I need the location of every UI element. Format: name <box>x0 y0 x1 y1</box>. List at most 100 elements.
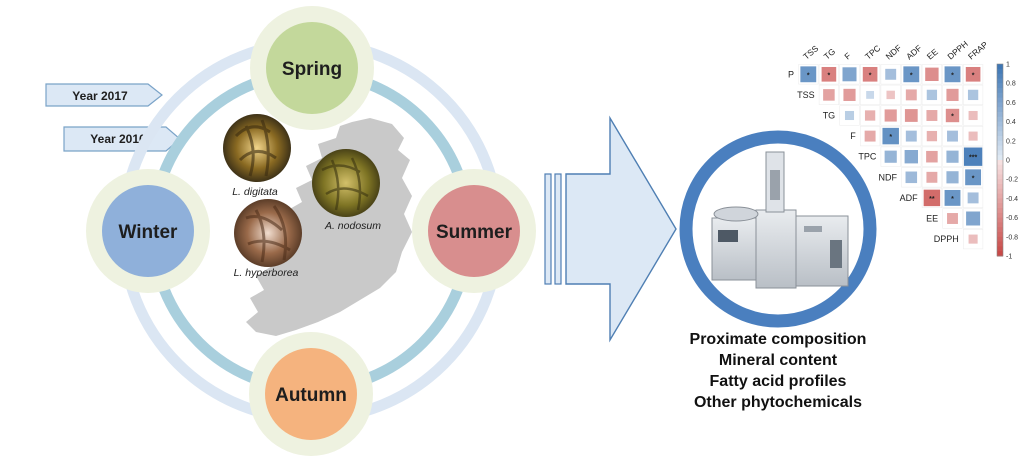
heatmap-cell <box>905 130 917 142</box>
significance-marker: * <box>807 72 810 79</box>
colorbar-segment <box>997 227 1003 233</box>
heatmap-cell-frame <box>942 187 963 209</box>
colorbar-segment <box>997 131 1003 137</box>
year-2017-label: Year 2017 <box>72 89 128 103</box>
colorbar-segment <box>997 208 1003 214</box>
colorbar-segment <box>997 121 1003 127</box>
colorbar-segment <box>997 246 1003 252</box>
heatmap-cell <box>968 234 978 244</box>
colorbar-segment <box>997 140 1003 147</box>
autumn-label: Autumn <box>275 385 347 406</box>
heatmap-cell <box>967 89 979 101</box>
heatmap-cell-frame <box>859 64 881 85</box>
heatmap-cell <box>968 110 978 121</box>
heatmap-cell <box>842 67 857 82</box>
colorbar-tick-label: -0.8 <box>1006 234 1018 241</box>
heatmap-cell-frame <box>901 167 922 188</box>
heatmap-cell <box>946 171 959 184</box>
colorbar-segment <box>997 169 1003 175</box>
heatmap-cell <box>823 89 835 101</box>
row-label: ADF <box>900 193 919 203</box>
heatmap-cell-frame <box>880 146 901 167</box>
heatmap-cell-frame <box>962 187 984 209</box>
heatmap-cell <box>947 213 958 224</box>
year-2017-tag <box>45 83 163 107</box>
colorbar-segment <box>997 222 1003 228</box>
analysis-item: Proximate composition <box>690 331 867 348</box>
l-digitata-label: L. digitata <box>232 186 278 198</box>
heatmap-cell <box>904 150 918 164</box>
heatmap-cell <box>905 89 917 101</box>
heatmap-cell <box>965 66 981 82</box>
heatmap-cell-frame <box>901 105 922 126</box>
row-label: TG <box>823 111 836 121</box>
colorbar-segment <box>997 83 1003 89</box>
column-label: F <box>842 51 852 62</box>
heatmap-cell-frame <box>962 84 984 105</box>
heatmap-cell-frame <box>921 187 942 209</box>
heatmap-cell <box>926 110 938 121</box>
heatmap-cell-frame <box>962 208 984 229</box>
column-label: ADF <box>904 43 923 62</box>
significance-marker: * <box>951 196 954 203</box>
autumn-circle <box>265 348 357 440</box>
heatmap-cell <box>945 108 960 123</box>
season-cycle: Spring Summer Autumn Winter <box>86 6 536 456</box>
l-digitata-photo <box>223 114 291 182</box>
heatmap-cell-frame <box>839 84 860 105</box>
heatmap-cell <box>926 171 938 183</box>
heatmap-cell-frame <box>818 64 839 85</box>
heatmap-cell <box>926 150 938 163</box>
arrow-stripe-1 <box>544 173 552 285</box>
row-label: P <box>788 69 794 79</box>
heatmap-cell-frame <box>901 126 922 147</box>
colorbar-segment <box>997 212 1003 219</box>
colorbar-segment <box>997 107 1003 113</box>
winter-circle <box>102 185 194 277</box>
heatmap-cell <box>844 110 855 121</box>
species-photos: L. digitata A. nodosum L. hyperborea <box>223 114 381 279</box>
heatmap-cell <box>884 150 897 163</box>
heatmap-cell-frame <box>880 84 901 105</box>
heatmap-cell-frame <box>942 208 963 229</box>
summer-circle <box>428 185 520 277</box>
row-label: NDF <box>879 172 898 182</box>
column-label: DPPH <box>945 39 970 62</box>
colorbar-segment <box>997 150 1003 156</box>
colorbar-segment <box>997 232 1003 238</box>
a-nodosum-label: A. nodosum <box>324 220 381 232</box>
heatmap-cell-frame <box>818 84 839 105</box>
column-label: NDF <box>884 43 904 62</box>
colorbar-tick-label: -0.6 <box>1006 215 1018 222</box>
heatmap-cell-frame <box>859 126 881 147</box>
row-label: EE <box>926 214 938 224</box>
analyses-list: Proximate composition Mineral content Fa… <box>690 331 867 411</box>
heatmap-cell <box>885 68 897 80</box>
colorbar-segment <box>997 116 1003 123</box>
heatmap-cell <box>864 130 876 142</box>
column-label: TSS <box>801 43 820 61</box>
heatmap-cell <box>944 66 961 83</box>
instrument-figure <box>679 130 877 328</box>
heatmap-cell-frame <box>962 146 984 167</box>
significance-marker: * <box>972 72 975 79</box>
column-label: FRAP <box>966 39 990 61</box>
heatmap-cell-frame <box>942 84 963 105</box>
row-label: DPPH <box>934 234 959 244</box>
heatmap-cell <box>862 66 878 82</box>
heatmap-cell-frame <box>901 84 922 105</box>
heatmap-cell-frame <box>942 146 963 167</box>
row-label: F <box>850 131 856 141</box>
heatmap-cell-frame <box>962 64 984 85</box>
colorbar-segment <box>997 193 1003 199</box>
heatmap-cell-frame <box>962 229 984 250</box>
colorbar-tick-label: -1 <box>1006 254 1012 261</box>
significance-marker: * <box>889 134 892 141</box>
heatmap-cell-frame <box>962 105 984 126</box>
heatmap-cell <box>905 171 918 184</box>
heatmap-cell-frame <box>921 167 942 188</box>
arrow-stripe-2 <box>554 173 562 285</box>
colorbar-segment <box>997 73 1003 79</box>
heatmap-cell <box>800 66 817 83</box>
heatmap-cell-frame <box>942 105 963 126</box>
